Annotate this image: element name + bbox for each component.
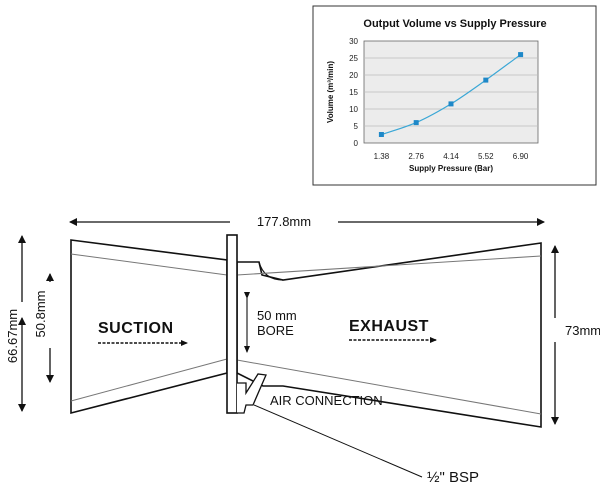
air-connection-nozzle [237, 373, 267, 414]
suction-inner-wall-top [70, 253, 228, 276]
bore-value-label: 50 mm [257, 308, 297, 323]
bsp-leader-line [253, 404, 423, 478]
chart-x-tick-label: 1.38 [374, 152, 390, 161]
exhaust-cone-body [236, 242, 542, 428]
chart-data-point [378, 132, 384, 137]
chart-y-tick-label: 15 [349, 88, 358, 97]
inlet-height-dimension: 66.67mm [5, 235, 26, 412]
exhaust-inner-wall-top [236, 255, 542, 276]
suction-inner-wall-bottom [70, 358, 228, 402]
chart-x-tick-label: 2.76 [408, 152, 424, 161]
chart-y-tick-label: 25 [349, 54, 358, 63]
nozzle-outline [237, 373, 267, 414]
bore-label: BORE [257, 323, 294, 338]
chart-gridlines [364, 57, 538, 127]
overall-length-dimension: 177.8mm [69, 214, 545, 229]
output-volume-chart: Output Volume vs Supply Pressure 0 5 10 15 2… [312, 5, 597, 186]
exhaust-label: EXHAUST [349, 318, 429, 335]
exhaust-height-dimension: 73mm [551, 245, 600, 425]
chart-y-tick-label: 30 [349, 37, 358, 46]
overall-length-label: 177.8mm [257, 214, 311, 229]
chart-y-tick-label: 10 [349, 105, 358, 114]
exhaust-inner-wall-bottom [236, 359, 542, 415]
chart-y-tick-label: 5 [354, 122, 359, 131]
suction-inner-dimension: 50.8mm [33, 273, 54, 383]
chart-data-point [518, 52, 524, 58]
chart-data-point [413, 120, 419, 126]
bore-dimension: 50 mm BORE [244, 292, 297, 353]
chart-x-tick-label: 5.52 [478, 152, 494, 161]
chart-y-tick-labels: 0 5 10 15 20 25 30 [349, 37, 358, 148]
exhaust-flow: EXHAUST [349, 318, 437, 343]
chart-title: Output Volume vs Supply Pressure [363, 18, 546, 30]
chart-y-axis-label: Volume (m³/min) [326, 61, 335, 123]
chart-series-points [378, 52, 524, 137]
chart-x-tick-labels: 1.38 2.76 4.14 5.52 6.90 [374, 152, 529, 161]
bsp-label: ½" BSP [427, 469, 479, 486]
chart-data-point [448, 101, 454, 107]
chart-x-tick-label: 4.14 [443, 152, 459, 161]
suction-inner-label: 50.8mm [33, 291, 48, 338]
suction-label: SUCTION [98, 320, 174, 337]
chart-x-axis-label: Supply Pressure (Bar) [409, 164, 493, 173]
exhaust-height-label: 73mm [565, 323, 600, 338]
center-flange [226, 234, 238, 414]
chart-data-point [483, 77, 489, 83]
chart-y-tick-label: 0 [354, 139, 359, 148]
exhaust-throat-curve [258, 261, 284, 281]
exhaust-cone [236, 242, 542, 428]
chart-y-tick-label: 20 [349, 71, 358, 80]
suction-flow: SUCTION [98, 320, 188, 346]
inlet-height-label: 66.67mm [5, 309, 20, 363]
chart-x-tick-label: 6.90 [513, 152, 529, 161]
air-connection-label: AIR CONNECTION [270, 393, 383, 408]
